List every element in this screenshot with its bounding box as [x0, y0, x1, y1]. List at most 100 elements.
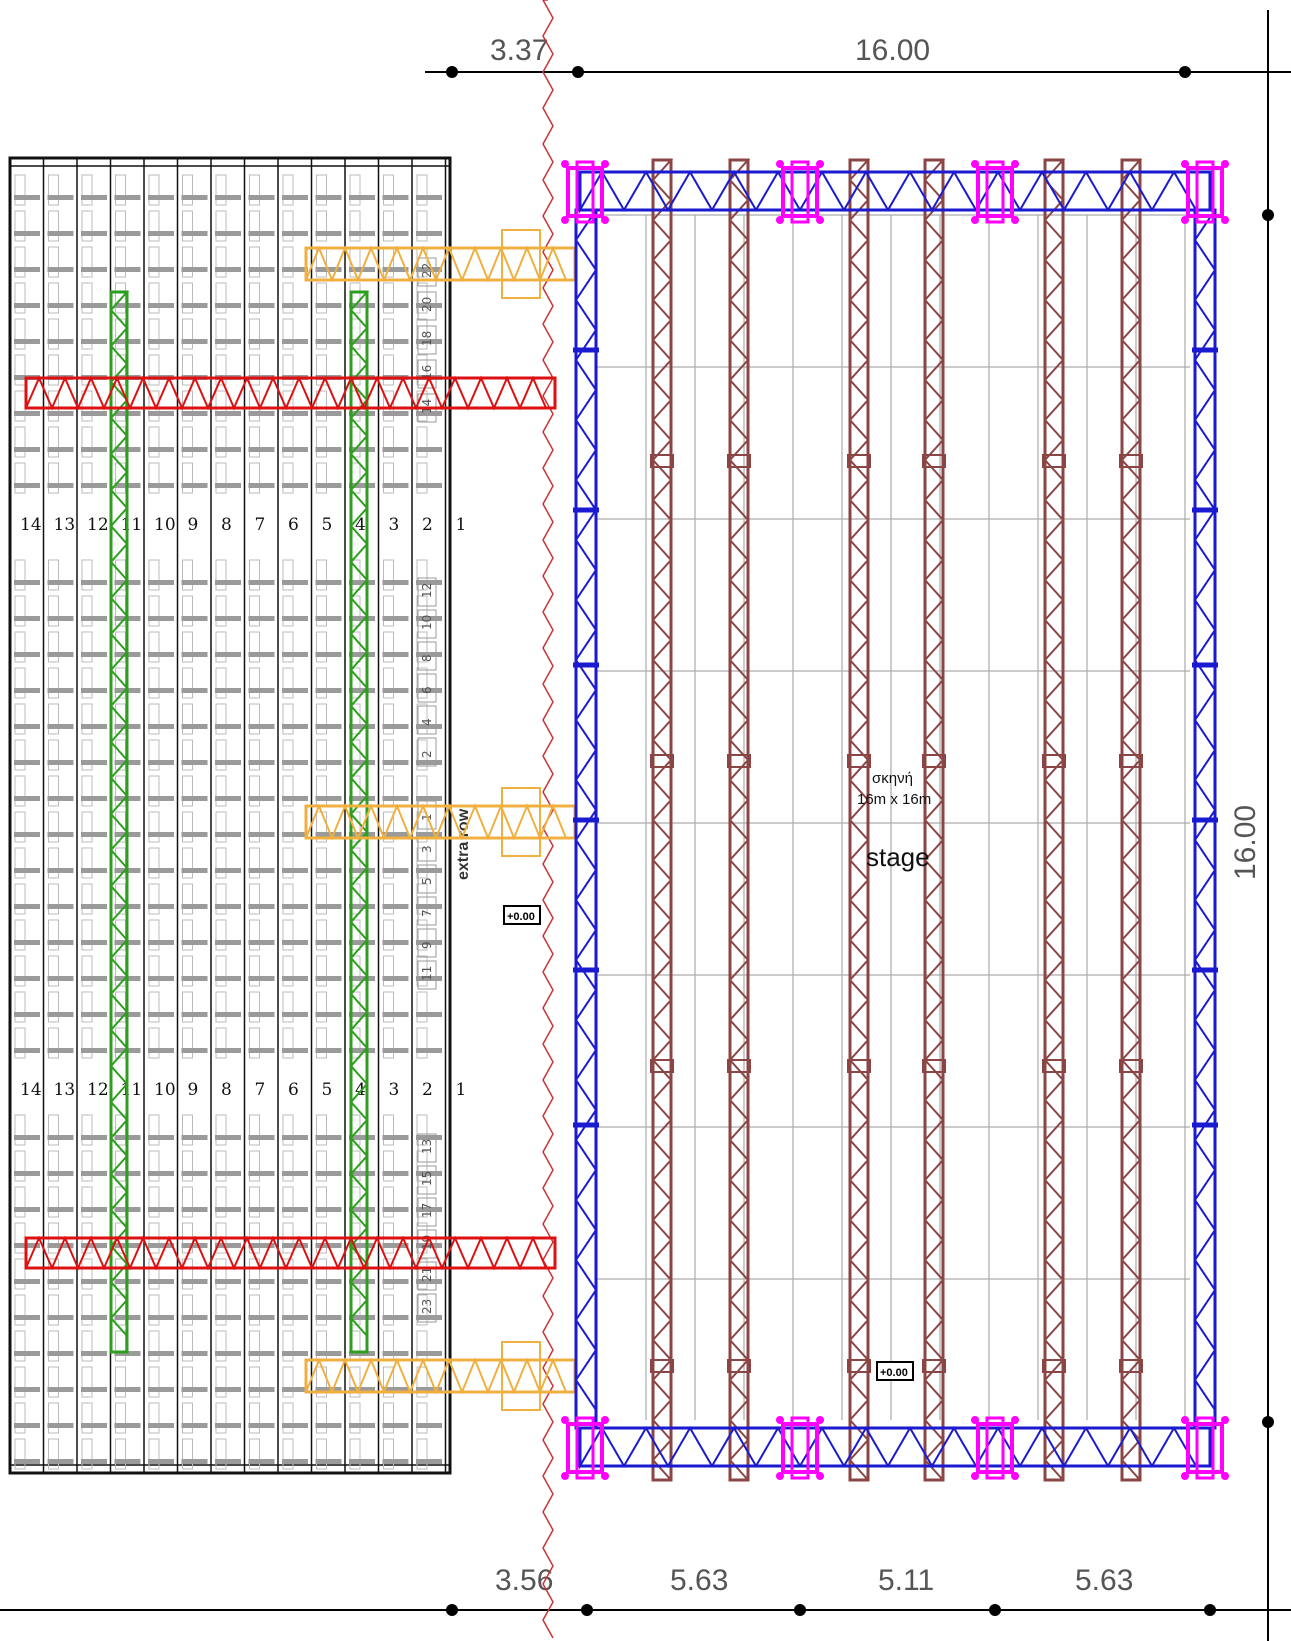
seat: [316, 703, 327, 735]
level-mark: +0.00: [876, 1361, 914, 1381]
extra-seat-box: [417, 705, 437, 735]
seat-bar: [14, 1315, 40, 1320]
seat-bar: [416, 760, 442, 765]
seat: [282, 318, 294, 350]
seat-bar: [14, 231, 40, 236]
seat-bar: [416, 724, 442, 729]
seat-bar: [382, 760, 409, 765]
seat: [416, 354, 428, 386]
seat: [215, 282, 227, 314]
seat-bar: [148, 796, 174, 801]
seat-bar: [181, 303, 208, 308]
seat-bar: [81, 195, 107, 200]
seat: [14, 919, 26, 951]
seat: [182, 883, 193, 915]
seat-bar: [215, 411, 241, 416]
seat-bar: [47, 796, 74, 801]
truss-clamp-inner: [1195, 160, 1215, 224]
extra-seat-number: 14: [420, 399, 434, 414]
seat-bar: [315, 303, 342, 308]
seat-bar: [148, 339, 174, 344]
seat-bar: [282, 1315, 308, 1320]
seat: [14, 1222, 26, 1254]
seat-bar: [14, 904, 40, 909]
seat-bar: [248, 1423, 275, 1428]
stage-deck-grid: [596, 214, 1190, 1420]
seat-bar: [382, 1423, 409, 1428]
seat-bar: [282, 580, 308, 585]
extra-seat-number: 10: [420, 615, 434, 630]
seat: [416, 883, 428, 915]
row-number: 3: [389, 515, 400, 535]
seat: [14, 426, 26, 458]
seat: [416, 210, 428, 242]
extra-seat-box: [417, 832, 437, 862]
clamp-bolt: [1221, 1416, 1229, 1424]
seat: [81, 775, 93, 807]
seat-bar: [148, 940, 174, 945]
clamp-bolt: [1181, 216, 1189, 224]
seat-bar: [349, 940, 375, 945]
seat: [81, 631, 93, 663]
level-mark-text: +0.00: [880, 1367, 908, 1379]
seat: [14, 1402, 26, 1434]
seat-bar: [47, 940, 74, 945]
seat: [383, 919, 394, 951]
seat: [416, 174, 428, 206]
seat: [115, 595, 126, 627]
extra-seat-box: [417, 1133, 437, 1163]
seat: [282, 811, 294, 843]
seat-bar: [248, 688, 275, 693]
stage: σκηνή 16m x 16m stage: [561, 158, 1229, 1482]
seat-bar: [148, 1048, 174, 1053]
seat-bar: [181, 616, 208, 621]
seat-bar: [215, 580, 241, 585]
seat-bar: [114, 1459, 141, 1464]
seat: [316, 1402, 327, 1434]
seat: [282, 1186, 294, 1218]
seat-bar: [382, 1315, 409, 1320]
clamp-bolt: [816, 160, 824, 168]
seat-bar: [416, 447, 442, 452]
seat-bar: [47, 1243, 74, 1248]
seat-bar: [416, 1207, 442, 1212]
seat: [182, 1402, 193, 1434]
seat-bar: [382, 231, 409, 236]
seat-bar: [248, 1315, 275, 1320]
seat: [316, 174, 327, 206]
seat-bar: [315, 688, 342, 693]
seat-bar: [81, 303, 107, 308]
seat: [316, 847, 327, 879]
seat: [316, 1438, 327, 1470]
seat: [148, 318, 160, 350]
clamp-bolt: [1181, 1416, 1189, 1424]
clamp-bolt: [776, 1472, 784, 1480]
seat: [383, 775, 394, 807]
seat: [148, 775, 160, 807]
seat: [383, 282, 394, 314]
seat-bar: [248, 1048, 275, 1053]
seat: [215, 703, 227, 735]
break-line: [542, 0, 554, 1639]
seat-bar: [416, 483, 442, 488]
seat-bar: [47, 1207, 74, 1212]
seat-bar: [215, 1351, 241, 1356]
seat-bar: [47, 652, 74, 657]
seat-bar: [81, 1423, 107, 1428]
seat-bar: [215, 303, 241, 308]
truss-joint: [727, 754, 751, 768]
seat: [148, 1027, 160, 1059]
clamp-bolt: [1011, 160, 1019, 168]
seat-bar: [416, 303, 442, 308]
seat-bar: [349, 1387, 375, 1392]
seat: [316, 631, 327, 663]
seat: [249, 1402, 260, 1434]
clamp-bolt: [816, 216, 824, 224]
seat: [215, 246, 227, 278]
seat: [383, 390, 394, 422]
seat: [14, 847, 26, 879]
seat-bar: [382, 1048, 409, 1053]
seat-bar: [349, 1243, 375, 1248]
seat-bar: [215, 231, 241, 236]
seat-bar: [215, 447, 241, 452]
